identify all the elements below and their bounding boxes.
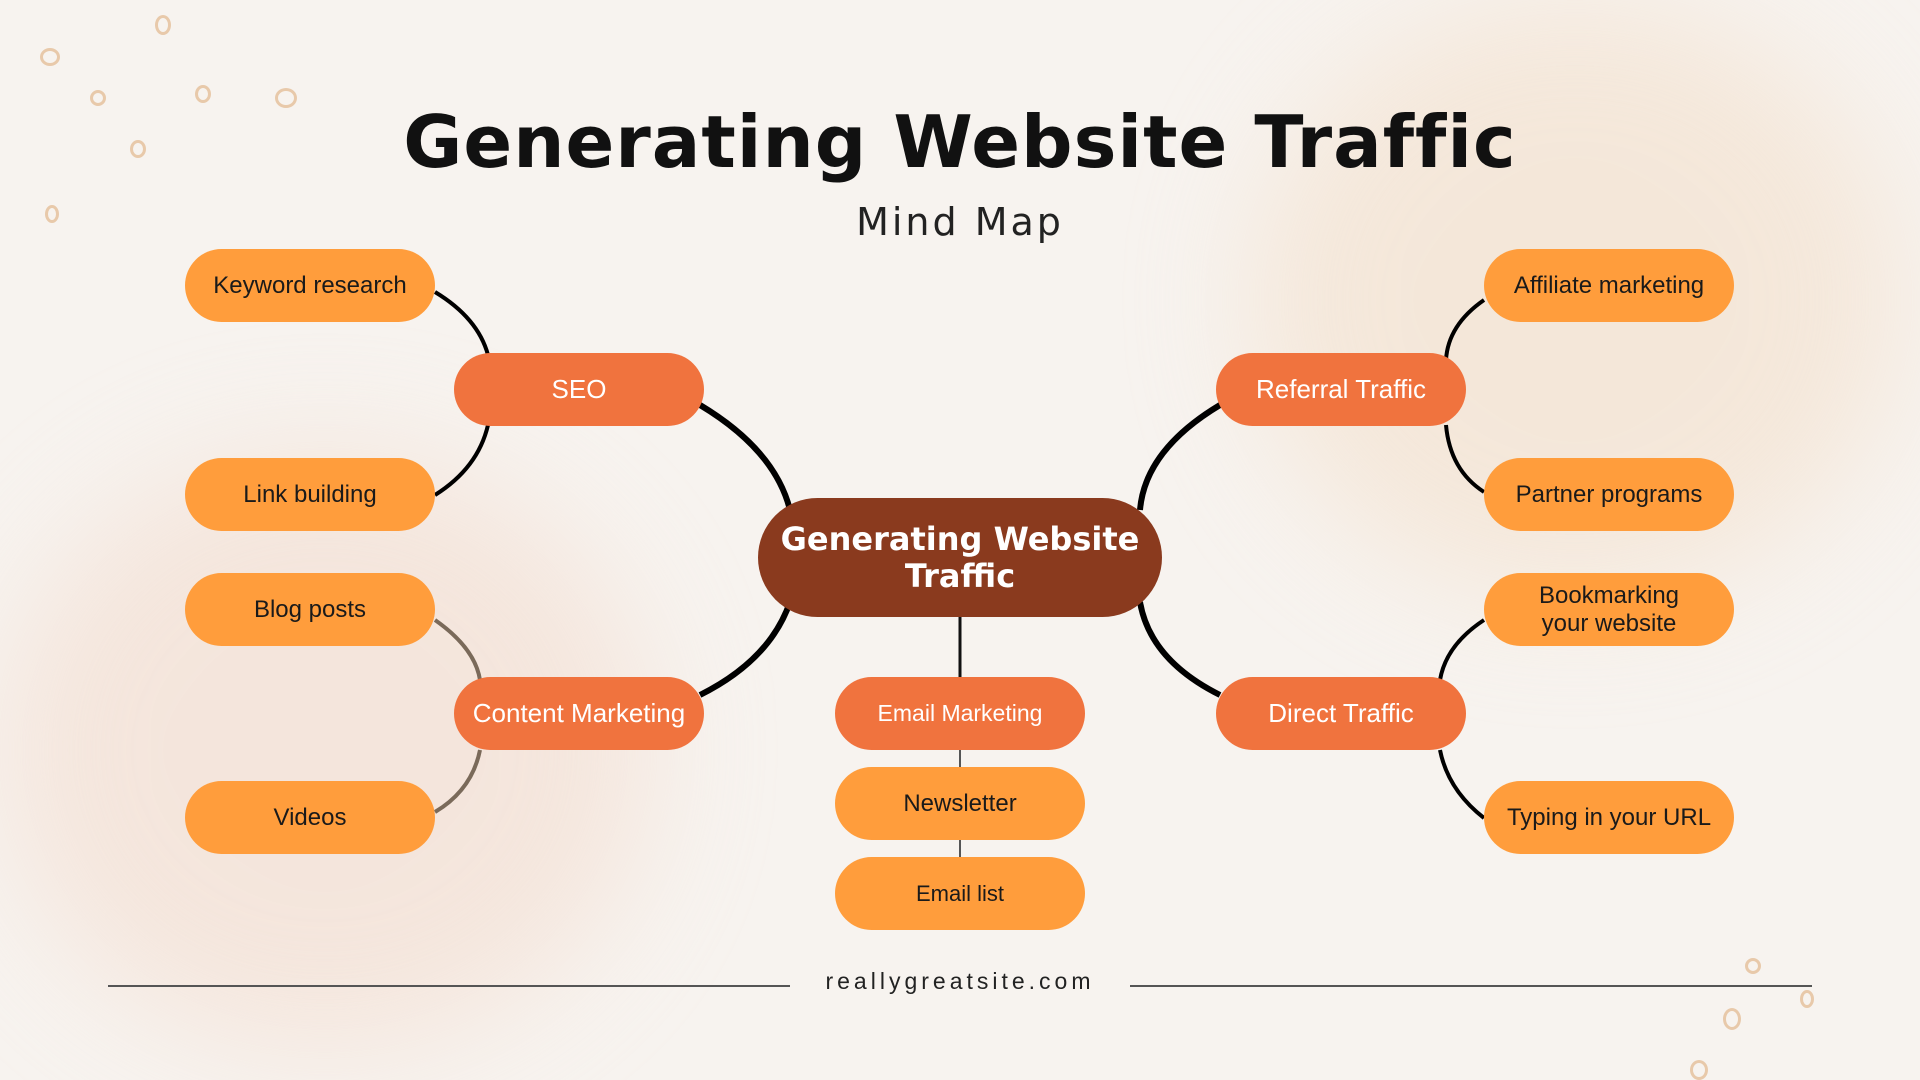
footer-divider-right (1130, 985, 1812, 987)
footer-divider-left (108, 985, 790, 987)
leaf-videos[interactable]: Videos (185, 781, 435, 854)
central-node[interactable]: Generating Website Traffic (758, 498, 1162, 617)
background-wash (0, 450, 650, 1050)
connector-seo (698, 402, 793, 511)
connector-blog (433, 618, 482, 681)
leaf-blog-posts[interactable]: Blog posts (185, 573, 435, 646)
leaf-affiliate-marketing[interactable]: Affiliate marketing (1484, 249, 1734, 322)
branch-seo[interactable]: SEO (454, 353, 704, 426)
connector-videos (433, 749, 482, 814)
leaf-typing-in-your-url[interactable]: Typing in your URL (1484, 781, 1734, 854)
connector-referral (1137, 402, 1222, 511)
connector-typing (1438, 749, 1486, 820)
leaf-email-list[interactable]: Email list (835, 857, 1085, 930)
connector-keyword (433, 290, 490, 356)
connector-content (698, 601, 793, 698)
leaf-bookmarking-your-website[interactable]: Bookmarking your website (1484, 573, 1734, 646)
branch-referral-traffic[interactable]: Referral Traffic (1216, 353, 1466, 426)
connector-affiliate (1444, 298, 1486, 361)
footer-website[interactable]: reallygreatsite.com (825, 968, 1095, 994)
page-subtitle: Mind Map (856, 200, 1064, 244)
connector-direct (1137, 601, 1222, 698)
connector-link (433, 424, 490, 497)
leaf-partner-programs[interactable]: Partner programs (1484, 458, 1734, 531)
page-title: Generating Website Traffic (403, 100, 1517, 184)
leaf-link-building[interactable]: Link building (185, 458, 435, 531)
leaf-newsletter[interactable]: Newsletter (835, 767, 1085, 840)
branch-email-marketing[interactable]: Email Marketing (835, 677, 1085, 750)
branch-direct-traffic[interactable]: Direct Traffic (1216, 677, 1466, 750)
connector-partner (1444, 424, 1486, 494)
connector-bookmarking (1438, 618, 1486, 681)
leaf-keyword-research[interactable]: Keyword research (185, 249, 435, 322)
branch-content-marketing[interactable]: Content Marketing (454, 677, 704, 750)
